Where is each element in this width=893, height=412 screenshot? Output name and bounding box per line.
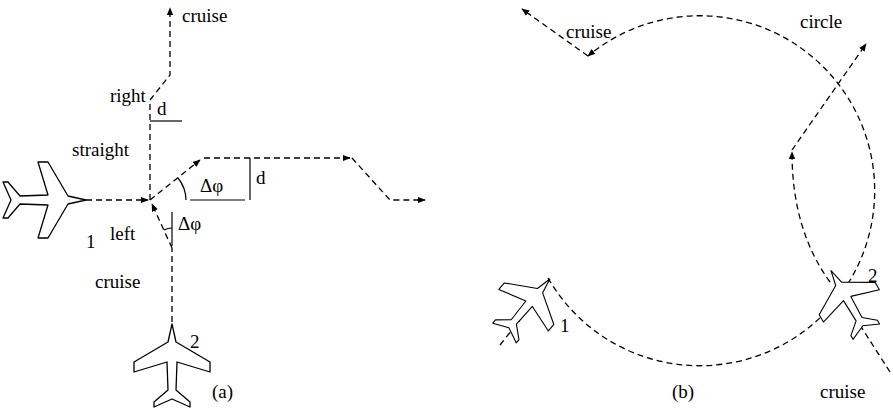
panel-label: (a) xyxy=(212,382,233,402)
angle-label: Δφ xyxy=(200,176,223,196)
aircraft-number: 1 xyxy=(560,316,570,336)
climb-path xyxy=(150,160,200,200)
plane2-exit xyxy=(792,44,866,150)
dimension-label: d xyxy=(157,99,167,119)
path-label: left xyxy=(110,224,135,244)
aircraft-1a xyxy=(3,162,86,238)
dimension-lines xyxy=(150,121,250,246)
return-path xyxy=(352,158,425,200)
aircraft xyxy=(3,162,893,407)
straight-right-path xyxy=(150,8,170,200)
path-label: cruise xyxy=(182,6,227,26)
plane2-arc xyxy=(792,152,830,282)
aircraft-number: 2 xyxy=(868,266,878,286)
cruise-path-2 xyxy=(171,248,172,322)
path-label: straight xyxy=(72,140,129,160)
panel-label: (b) xyxy=(672,382,694,402)
aircraft-1b xyxy=(480,258,575,354)
path-label: cruise xyxy=(820,382,865,402)
aircraft-number: 1 xyxy=(86,232,96,252)
left-turn-path xyxy=(152,204,172,248)
path-label: cruise xyxy=(95,272,140,292)
aircraft-2a xyxy=(134,324,210,407)
flight-paths xyxy=(86,8,890,372)
offset-path xyxy=(204,157,350,158)
plane2-cruise xyxy=(858,322,890,372)
path-label: circle xyxy=(800,12,842,32)
angle-label: Δφ xyxy=(178,214,201,234)
path-label: right xyxy=(110,86,146,106)
aircraft-number: 2 xyxy=(190,332,200,352)
path-label: cruise xyxy=(566,22,611,42)
aircraft-2b xyxy=(803,254,893,347)
cruise-path xyxy=(86,199,148,200)
dimension-label: d xyxy=(256,168,266,188)
